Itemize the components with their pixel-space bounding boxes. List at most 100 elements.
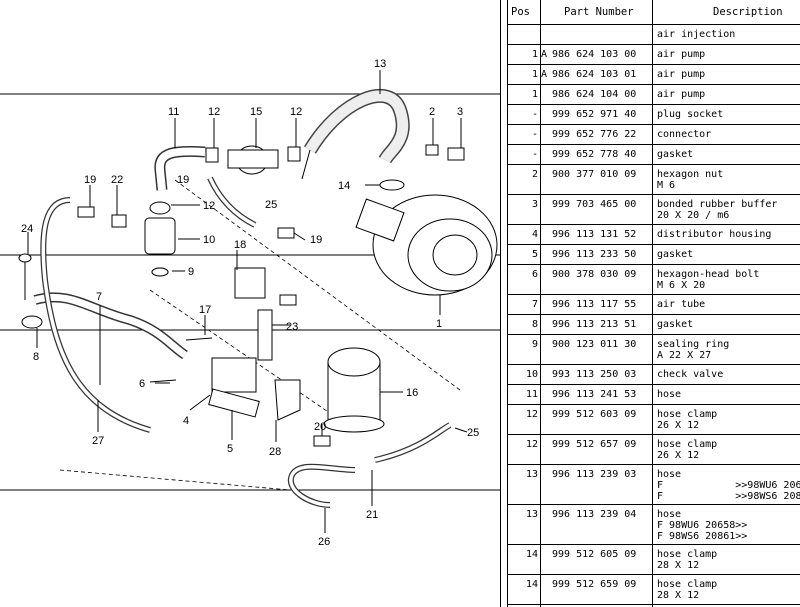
part-pos: - (531, 129, 538, 140)
part-description: hose clamp 28 X 12 (657, 579, 718, 601)
part-number: 996 113 239 04 (552, 509, 637, 520)
callout-19b: 19 (84, 174, 96, 186)
part-description: air pump (657, 89, 706, 100)
panel-divider (500, 0, 508, 607)
callout-15: 15 (250, 106, 262, 118)
part-number: 996 113 131 52 (552, 229, 637, 240)
part-pos: 7 (531, 299, 538, 310)
part-pos: 1 (531, 69, 538, 80)
part-number: 900 377 010 09 (552, 169, 637, 180)
callout-2: 2 (429, 106, 435, 118)
parts-diagram: 1 2 3 4 5 6 7 8 9 10 11 12 12 12 13 14 1… (0, 58, 500, 548)
callout-28: 28 (269, 446, 281, 458)
part-number: 999 512 659 09 (552, 579, 637, 590)
callout-3: 3 (457, 106, 463, 118)
callout-7: 7 (96, 291, 102, 303)
part-pos: 13 (525, 509, 538, 520)
callout-18: 18 (234, 239, 246, 251)
part-description: hose clamp 28 X 12 (657, 549, 718, 571)
table-row[interactable]: 5 996 113 233 50 gasket (508, 245, 800, 265)
callout-10: 10 (203, 234, 215, 246)
parts-list-header: Pos Part Number Description (508, 0, 800, 25)
callout-5: 5 (227, 443, 233, 455)
part-description: sealing ring A 22 X 27 (657, 339, 730, 361)
part-pos: 11 (525, 389, 538, 400)
part-description: hose (657, 389, 682, 400)
part-description: hose F 98WU6 20658>> F 98WS6 20861>> (657, 509, 748, 542)
part-number: 999 652 778 40 (552, 149, 637, 160)
part-pos: 5 (531, 249, 538, 260)
part-number: 999 512 605 09 (552, 549, 637, 560)
column-rule (540, 0, 541, 607)
header-description: Description (713, 6, 783, 18)
callout-24: 24 (21, 223, 33, 235)
callout-19c: 19 (310, 234, 322, 246)
part-description: connector (657, 129, 712, 140)
part-description: gasket (657, 149, 694, 160)
part-number: 999 512 603 09 (552, 409, 637, 420)
table-row[interactable]: 13 996 113 239 04 hose F 98WU6 20658>> F 9… (508, 505, 800, 545)
part-pos: 6 (531, 269, 538, 280)
callout-4: 4 (183, 415, 189, 427)
table-row[interactable]: 2 900 377 010 09 hexagon nut M 6 (508, 165, 800, 195)
part-number: 999 652 971 40 (552, 109, 637, 120)
callout-26: 26 (318, 536, 330, 548)
callout-25a: 25 (265, 199, 277, 211)
part-description: hose clamp 26 X 12 (657, 439, 718, 461)
part-pos: 1 (531, 49, 538, 60)
part-pos: 4 (531, 229, 538, 240)
part-pos: 13 (525, 469, 538, 480)
header-part-number: Part Number (564, 6, 634, 18)
table-row[interactable]: 14 999 512 605 09 hose clamp 28 X 12 (508, 545, 800, 575)
callout-12a: 12 (208, 106, 220, 118)
callout-11: 11 (168, 106, 179, 118)
part-description: air injection (657, 29, 736, 40)
part-pos: 8 (531, 319, 538, 330)
part-pos: 9 (531, 339, 538, 350)
part-description: air tube (657, 299, 706, 310)
callout-27: 27 (92, 435, 104, 447)
callout-21: 21 (366, 509, 378, 521)
part-number: 993 113 250 03 (552, 369, 637, 380)
table-row[interactable]: air injection (508, 25, 800, 45)
callout-9: 9 (188, 266, 194, 278)
part-pos: 10 (525, 369, 538, 380)
callout-labels: 1 2 3 4 5 6 7 8 9 10 11 12 12 12 13 14 1… (21, 58, 479, 548)
parts-list: Pos Part Number Description air injectio… (508, 0, 800, 607)
part-pos: 2 (531, 169, 538, 180)
part-description: hexagon nut M 6 (657, 169, 724, 191)
column-rule (652, 0, 653, 607)
part-number: 996 113 213 51 (552, 319, 637, 330)
part-pos: 3 (531, 199, 538, 210)
part-number: 996 113 233 50 (552, 249, 637, 260)
callout-16: 16 (406, 387, 418, 399)
callout-12c: 12 (203, 200, 215, 212)
part-pos: 14 (525, 549, 538, 560)
part-number: 996 113 117 55 (552, 299, 637, 310)
callout-8: 8 (33, 351, 39, 363)
callout-22: 22 (111, 174, 123, 186)
part-number: 999 512 657 09 (552, 439, 637, 450)
callout-25b: 25 (467, 427, 479, 439)
part-number: 999 703 465 00 (552, 199, 637, 210)
table-row[interactable]: 7 996 113 117 55 air tube (508, 295, 800, 315)
part-description: gasket (657, 249, 694, 260)
callout-6: 6 (139, 378, 145, 390)
